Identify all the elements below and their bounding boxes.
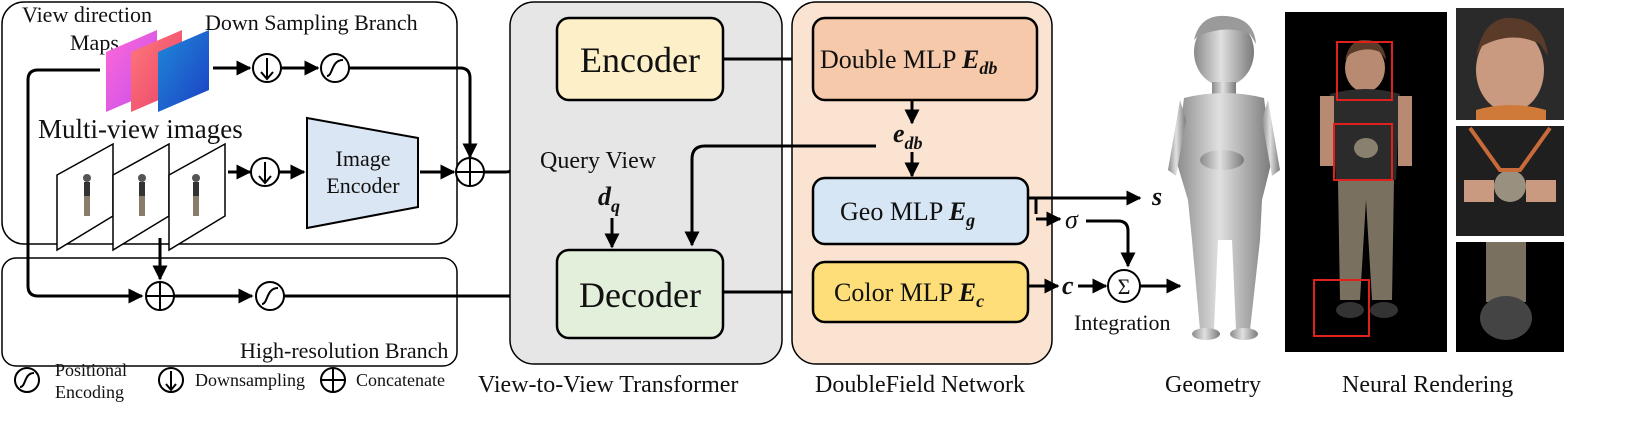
multi-view-images bbox=[56, 142, 226, 252]
view-direction-label: View direction bbox=[22, 2, 152, 27]
neural-rendering-caption: Neural Rendering bbox=[1342, 372, 1513, 398]
color-mlp-label: Color MLP Ec bbox=[834, 278, 984, 311]
legend-downsampling-icon bbox=[158, 367, 184, 393]
legend-positional-encoding-icon bbox=[14, 367, 40, 393]
e-db-label: edb bbox=[893, 119, 923, 153]
view-direction-maps bbox=[106, 30, 209, 112]
c-output-label: c bbox=[1062, 271, 1074, 300]
crop-box-feet bbox=[1313, 279, 1370, 337]
integration-label: Integration bbox=[1074, 310, 1171, 335]
geo-mlp-block bbox=[811, 176, 1030, 246]
geo-mlp-label: Geo MLP Eg bbox=[840, 197, 975, 230]
crop-torso bbox=[1456, 126, 1564, 236]
crop-box-face bbox=[1336, 41, 1393, 101]
high-resolution-branch-box bbox=[1, 257, 458, 367]
image-encoder-label-line2: Encoder bbox=[326, 173, 400, 198]
downsampling-op-top bbox=[252, 53, 282, 83]
legend-concatenate-label: Concatenate bbox=[356, 370, 445, 390]
rendered-person bbox=[1320, 39, 1412, 318]
downsampling-op-mid bbox=[250, 157, 280, 187]
crop-feet bbox=[1456, 242, 1564, 352]
doublefield-caption: DoubleField Network bbox=[815, 372, 1025, 398]
double-mlp-block bbox=[811, 16, 1039, 102]
image-encoder-label-line1: Image bbox=[336, 146, 391, 171]
legend-positional-label-line2: Encoding bbox=[55, 382, 124, 402]
view-image-3 bbox=[168, 142, 226, 252]
high-resolution-branch-label: High-resolution Branch bbox=[240, 338, 448, 363]
concatenate-op-bottom bbox=[145, 281, 175, 311]
color-mlp-block bbox=[811, 260, 1030, 324]
decoder-label: Decoder bbox=[579, 275, 701, 315]
view-image-2 bbox=[112, 142, 170, 252]
query-view-label: Query View bbox=[540, 148, 657, 174]
sigma-label: σ bbox=[1065, 205, 1079, 234]
positional-encoding-op-top bbox=[320, 53, 350, 83]
crop-box-torso bbox=[1333, 123, 1393, 181]
down-sampling-branch-label: Down Sampling Branch bbox=[205, 10, 418, 35]
s-output-label: s bbox=[1151, 182, 1162, 211]
double-mlp-label: Double MLP Edb bbox=[820, 45, 997, 78]
sum-op: Σ bbox=[1107, 269, 1141, 303]
transformer-caption: View-to-View Transformer bbox=[478, 372, 738, 398]
legend-positional-label-line1: Positional bbox=[55, 360, 127, 380]
legend: Positional Encoding Downsampling Concate… bbox=[14, 360, 445, 402]
legend-downsampling-label: Downsampling bbox=[195, 370, 305, 390]
concatenate-op-top bbox=[455, 157, 485, 187]
legend-concatenate-icon bbox=[320, 367, 346, 393]
decoder-block bbox=[555, 248, 725, 340]
positional-encoding-op-bottom bbox=[255, 281, 285, 311]
image-encoder-block bbox=[306, 116, 419, 230]
geometry-caption: Geometry bbox=[1165, 372, 1261, 398]
svg-text:Σ: Σ bbox=[1118, 274, 1131, 299]
view-image-1 bbox=[56, 142, 114, 252]
geometry-render bbox=[1168, 15, 1280, 340]
multi-view-images-label: Multi-view images bbox=[38, 114, 243, 144]
query-view-symbol: dq bbox=[598, 182, 620, 216]
crop-face bbox=[1456, 8, 1564, 120]
encoder-label: Encoder bbox=[580, 40, 700, 80]
down-sampling-branch-box bbox=[1, 1, 458, 245]
